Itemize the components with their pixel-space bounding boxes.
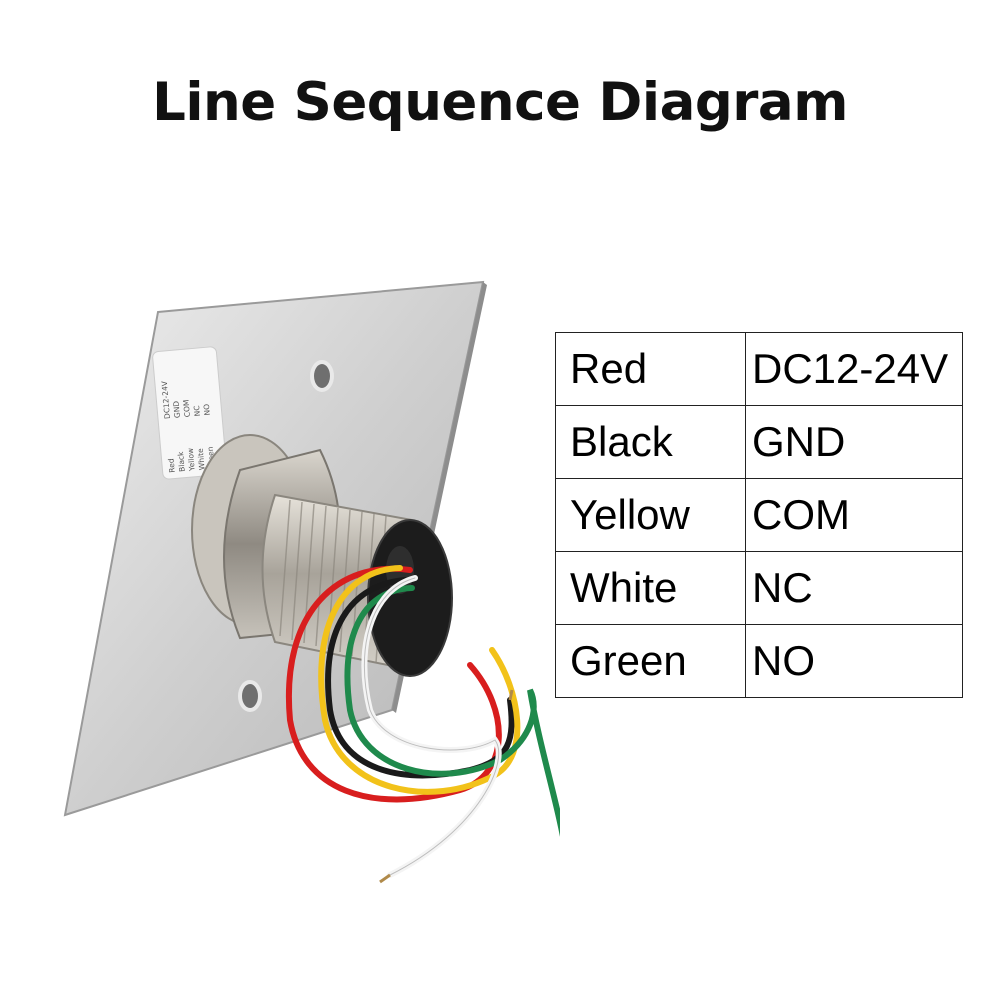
wire-function-cell: GND: [745, 405, 963, 479]
wire-function-cell: NO: [745, 624, 963, 698]
table-row: Red DC12-24V: [555, 332, 963, 406]
wire-function-cell: DC12-24V: [745, 332, 963, 406]
black-wire: [325, 577, 515, 779]
table-row: Green NO: [555, 624, 963, 698]
wire-color-cell: Black: [555, 405, 746, 479]
table-row: White NC: [555, 551, 963, 625]
sticker-func-4: NC: [192, 405, 202, 417]
spec-label-sticker: Red Black Yellow White Green DC12-24V GN…: [152, 346, 228, 480]
wire-color-cell: Yellow: [555, 478, 746, 552]
sticker-line-3: Yellow: [186, 448, 197, 473]
exit-button-product-photo: Red Black Yellow White Green DC12-24V GN…: [40, 270, 560, 910]
screw-hole-top: [310, 360, 334, 392]
table-row: Yellow COM: [555, 478, 963, 552]
wire-color-cell: Green: [555, 624, 746, 698]
sticker-func-5: NO: [202, 403, 212, 415]
sticker-line-1: Red: [167, 458, 177, 473]
yellow-wire: [318, 565, 521, 795]
wire-color-table: Red DC12-24V Black GND Yellow COM White …: [555, 332, 963, 698]
page-title: Line Sequence Diagram: [152, 72, 848, 133]
wire-function-cell: COM: [745, 478, 963, 552]
sticker-line-2: Black: [176, 451, 187, 473]
wire-color-cell: White: [555, 551, 746, 625]
table-row: Black GND: [555, 405, 963, 479]
exit-button-illustration: Red Black Yellow White Green DC12-24V GN…: [63, 280, 560, 884]
wire-bundle: [285, 565, 560, 878]
green-wire: [344, 585, 560, 837]
sticker-func-2: GND: [172, 400, 182, 418]
sticker-line-4: White: [196, 448, 207, 471]
wire-function-cell: NC: [745, 551, 963, 625]
wire-color-cell: Red: [555, 332, 746, 406]
sticker-func-3: COM: [181, 399, 192, 417]
sticker-func-1: DC12-24V: [160, 380, 172, 419]
screw-hole-bottom: [238, 680, 262, 712]
